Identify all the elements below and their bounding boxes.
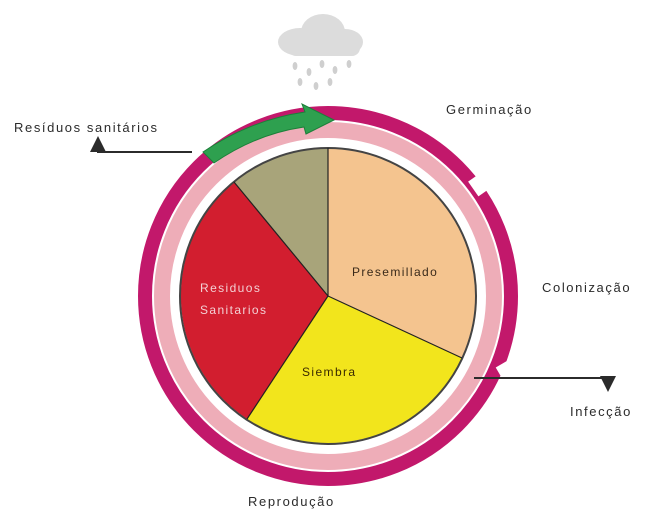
sowing-label: Siembra [302, 365, 356, 379]
infection-label: Infecção [570, 404, 632, 419]
residues-label: Residuos [200, 281, 261, 295]
germination-label: Germinação [446, 102, 533, 117]
pre-sowing-label: Presemillado [352, 265, 438, 279]
sanitary-residues-label: Resíduos sanitários [14, 120, 159, 135]
colonization-label: Colonização [542, 280, 631, 295]
reproduction-label: Reprodução [248, 494, 335, 509]
pie-chart [180, 148, 476, 444]
rain-cloud-icon [278, 14, 363, 90]
residues-sanitary-label: Sanitarios [200, 303, 267, 317]
